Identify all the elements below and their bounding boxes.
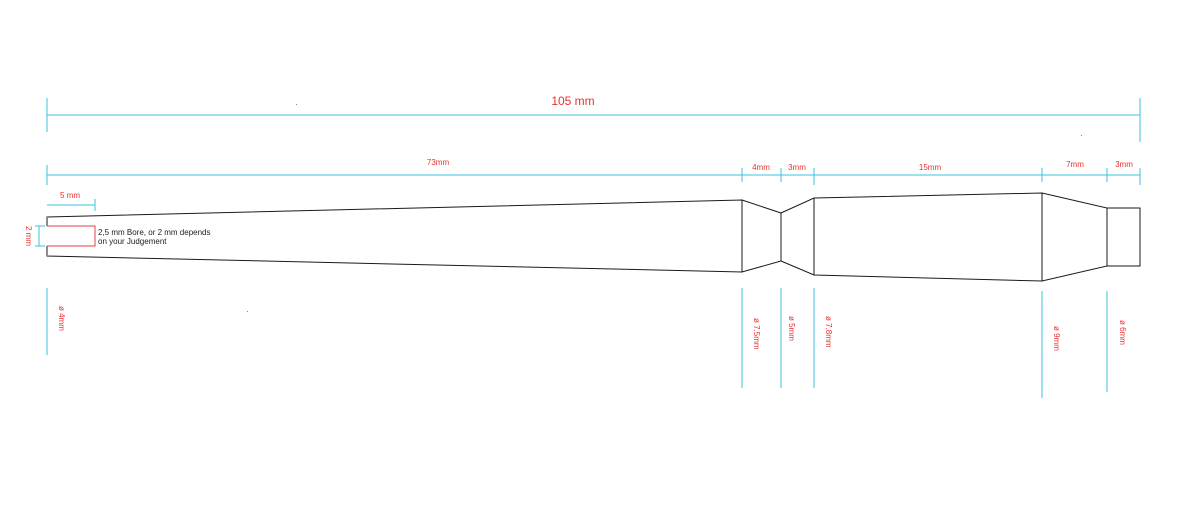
overall-length-dimension: 105 mm — [46, 94, 1141, 142]
neck-right — [780, 197, 815, 276]
diameter-label-neck-waist: ø 5mm — [787, 316, 796, 341]
diameter-label-body-end: ø 9mm — [1052, 326, 1061, 351]
tip-section — [1106, 207, 1141, 267]
bore-note-line-2: on your Judgement — [98, 237, 167, 246]
segment-length-neck-left: 4mm — [752, 163, 770, 172]
bore-height-dimension: 2 mm — [24, 225, 45, 247]
main-body — [813, 192, 1043, 282]
segment-length-neck-right: 3mm — [788, 163, 806, 172]
bore-note: 2,5 mm Bore, or 2 mm depends on your Jud… — [98, 228, 211, 246]
bore-height-label: 2 mm — [24, 226, 33, 246]
bore-cavity — [47, 225, 96, 247]
diameter-label-neck-start: ø 7.5mm — [752, 318, 761, 350]
diameter-label-tip: ø 6mm — [1118, 320, 1127, 345]
segment-dimension-chain: 73mm 4mm 3mm 15mm 7mm 3mm — [46, 158, 1141, 185]
segment-length-tip: 3mm — [1115, 160, 1133, 169]
overall-length-label: 105 mm — [551, 94, 594, 108]
segment-length-taper: 73mm — [427, 158, 450, 167]
segment-length-cone: 7mm — [1066, 160, 1084, 169]
stray-specks — [247, 104, 1082, 312]
segment-length-body: 15mm — [919, 163, 942, 172]
bore-depth-label: 5 mm — [60, 191, 80, 200]
bore-note-line-1: 2,5 mm Bore, or 2 mm depends — [98, 228, 211, 237]
diameter-extension-lines — [46, 288, 1108, 398]
neck-left — [741, 199, 782, 273]
diameter-labels: ø 4mm ø 7.5mm ø 5mm ø 7.8mm ø 9mm ø 6mm — [57, 306, 1127, 351]
diameter-label-start: ø 4mm — [57, 306, 66, 331]
part-outline — [46, 192, 1141, 282]
bore-depth-dimension: 5 mm — [47, 191, 96, 211]
conical-section — [1041, 192, 1108, 282]
diameter-label-body-start: ø 7.8mm — [824, 316, 833, 348]
